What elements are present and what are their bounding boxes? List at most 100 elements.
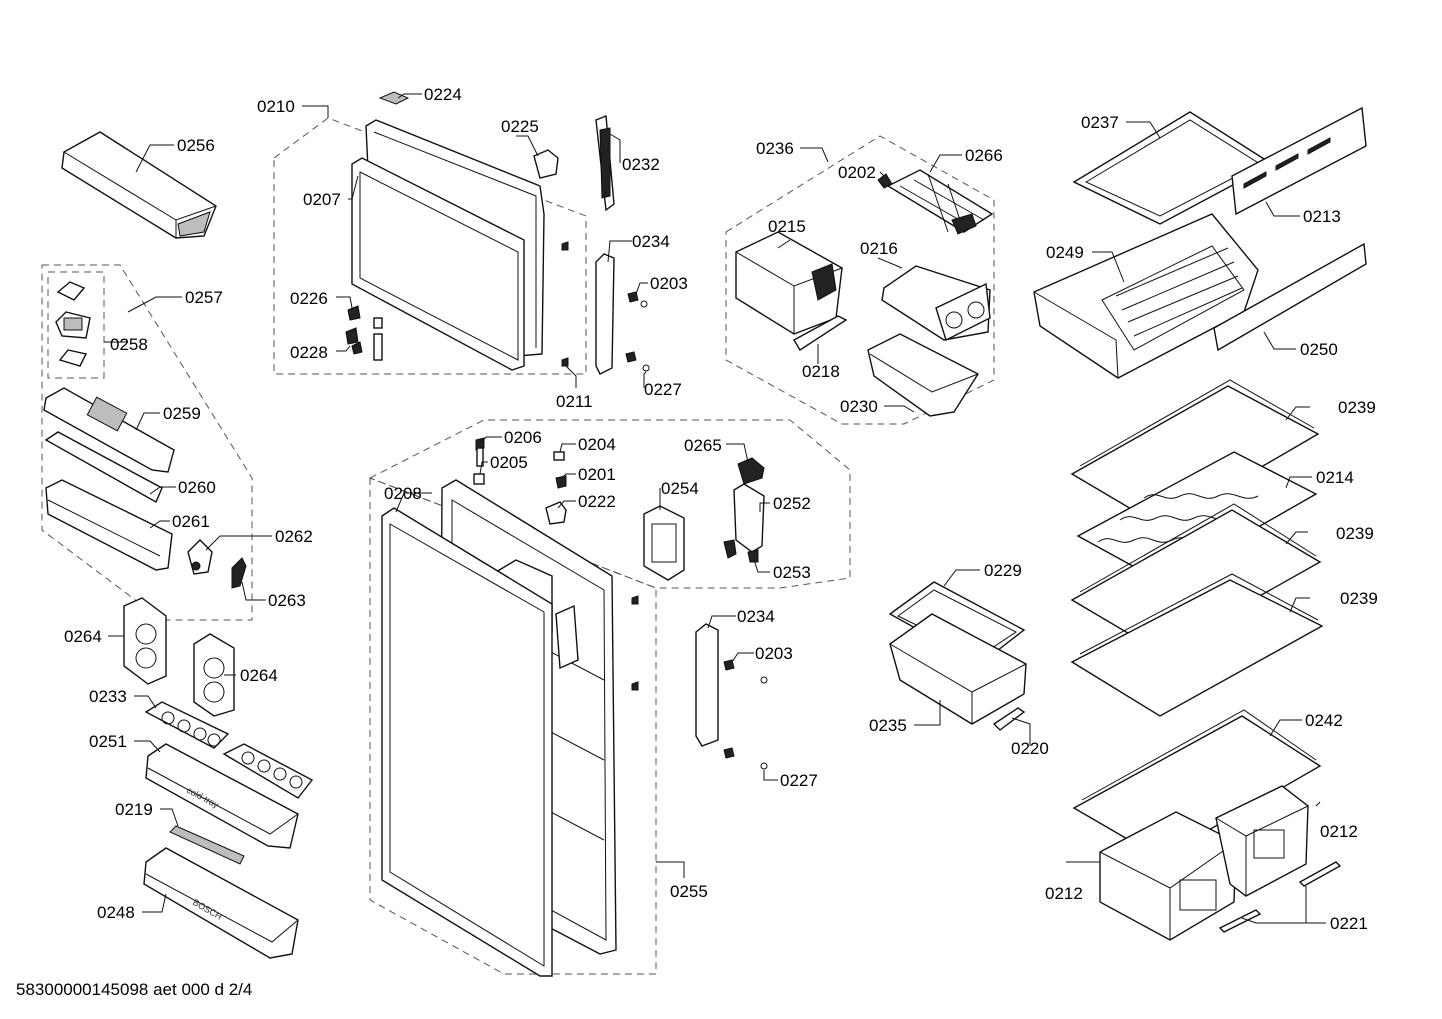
cover-0213 [1231,106,1367,216]
support-0212a [1099,811,1237,941]
ice-bin-0216 [881,265,991,341]
callout-0225: 0225 [501,117,539,136]
callout-0211: 0211 [556,392,593,411]
callout-0203a: 0203 [650,274,688,293]
clip-0224 [378,91,410,105]
callout-0235: 0235 [869,716,907,735]
cold-tray-0251: cold-tray [145,743,299,849]
callout-0253: 0253 [773,563,811,582]
hinge-plate-0232 [595,115,615,212]
callout-0214: 0214 [1316,468,1354,487]
pin-door-b [631,681,639,691]
wine-rack-0214 [1076,451,1318,583]
callout-0208: 0208 [384,484,422,503]
callout-0263: 0263 [268,591,306,610]
callout-0265: 0265 [684,436,722,455]
egg-insert-0264a [123,597,167,685]
callout-0216: 0216 [860,239,898,258]
callout-0254: 0254 [661,479,699,498]
callout-0205: 0205 [490,453,528,472]
group-outline-0255-lower [369,477,657,975]
callout-0252: 0252 [773,494,811,513]
knob-0262 [187,539,213,575]
washer-0227b [760,762,768,770]
pin-0211a [561,241,569,251]
washer-0227a [642,364,650,372]
rail-0220 [992,707,1026,731]
callout-0236: 0236 [756,139,794,158]
callout-0256: 0256 [177,136,215,155]
callout-0242: 0242 [1305,711,1343,730]
callout-0222: 0222 [578,492,616,511]
grille-0219 [169,825,245,865]
callout-0250: 0250 [1300,340,1338,359]
control-panel-0259 [43,387,175,473]
callout-0232: 0232 [622,155,660,174]
callout-0234b: 0234 [737,607,775,626]
group-outline-0257 [41,264,253,621]
group-outline-0255-upper [368,419,851,589]
callout-0255: 0255 [670,882,708,901]
seal-frame-0260 [44,431,163,503]
callout-0226: 0226 [290,289,328,308]
callout-0258: 0258 [110,335,148,354]
document-id: 58300000145098 aet 000 d 2/4 [16,980,253,999]
dispenser-tray-0261 [45,479,173,571]
callout-0261: 0261 [172,512,210,531]
egg-tray-right [222,743,314,799]
callout-0212b: 0212 [1045,884,1083,903]
callout-0220: 0220 [1011,739,1049,758]
callout-0212a: 0212 [1320,822,1358,841]
ice-bucket-0230 [867,333,980,417]
callout-0233: 0233 [89,687,127,706]
callout-0251: 0251 [89,732,127,751]
callout-0227a: 0227 [644,380,682,399]
glass-shelf-0239c [1070,573,1324,717]
hinge-0252-0265 [723,457,765,563]
callout-0230: 0230 [840,397,878,416]
screw-0203b [723,659,735,671]
callout-0249: 0249 [1046,243,1084,262]
callout-0248: 0248 [97,903,135,922]
screw-0203a [627,291,639,303]
callout-0224: 0224 [424,85,462,104]
callout-0257: 0257 [185,288,223,307]
pin-door-a [631,595,639,605]
callout-0239a: 0239 [1338,398,1376,417]
rod-0221b [1298,861,1342,887]
callout-0213: 0213 [1303,207,1341,226]
fasteners-0226-0228 [345,305,383,361]
group-outline-0210 [273,117,587,375]
callout-0218: 0218 [802,362,840,381]
callout-0202: 0202 [838,163,876,182]
leader-lines [104,93,1326,924]
callout-0260: 0260 [178,478,216,497]
drawer-0235 [889,613,1027,725]
pin-0211b [561,357,569,367]
rod-0221a [1218,909,1262,933]
callout-0204: 0204 [578,435,616,454]
screw-0227b [723,747,735,759]
callout-0264a: 0264 [64,627,102,646]
callout-0201: 0201 [578,465,616,484]
callout-0215: 0215 [768,217,806,236]
callout-0203b: 0203 [755,644,793,663]
cover-0250 [1213,242,1367,352]
callout-0237: 0237 [1081,113,1119,132]
callout-0239c: 0239 [1340,589,1378,608]
crisper-0249 [1033,213,1259,379]
door-shelf-0256 [61,131,217,239]
door-gasket-0208 [381,507,553,977]
dispenser-0254 [643,505,685,581]
ice-maker-0215 [735,231,843,335]
small-parts-0206-0222 [473,437,567,525]
callout-0210: 0210 [257,97,295,116]
callout-labels: 0256 0257 0258 0259 0260 0261 0262 0263 … [64,85,1378,933]
screw-0227a [625,351,637,363]
callout-0219: 0219 [115,800,153,819]
washer-0203b [760,676,768,684]
callout-0239b: 0239 [1336,524,1374,543]
door-bin-0248: BOSCH [143,847,299,959]
handle-0234a [595,253,615,375]
